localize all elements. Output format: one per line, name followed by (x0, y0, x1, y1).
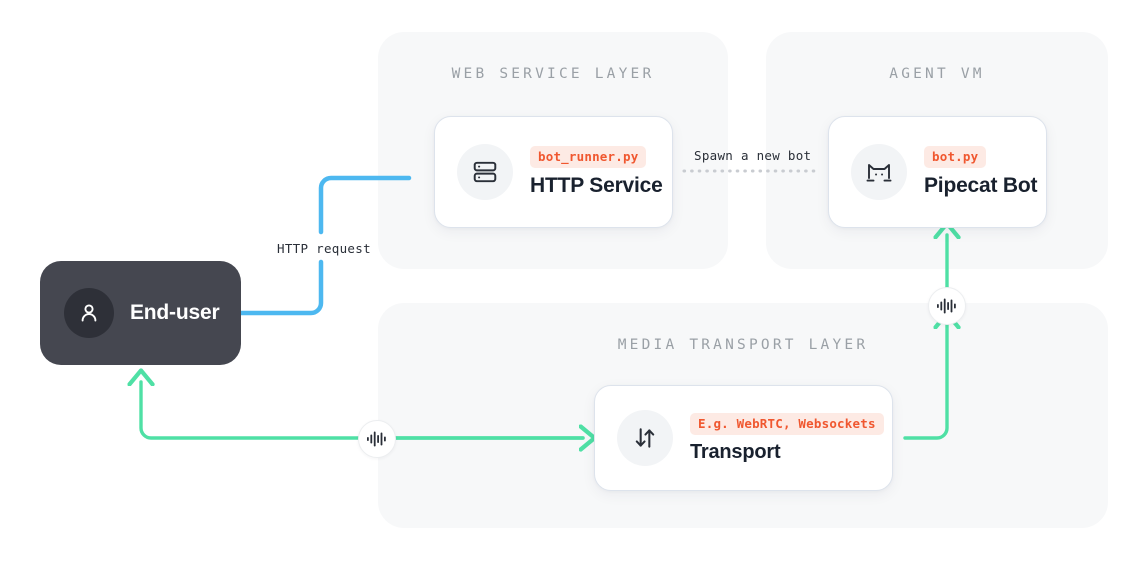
audio-waveform-badge-left (358, 420, 396, 458)
audio-waveform-icon (937, 298, 956, 314)
panel-title-media-transport-layer: MEDIA TRANSPORT LAYER (617, 337, 869, 353)
cat-icon (851, 144, 907, 200)
server-icon (457, 144, 513, 200)
connector-label-spawn-bot: Spawn a new bot (694, 148, 812, 163)
file-badge-bot-runner: bot_runner.py (530, 146, 647, 168)
node-end-user[interactable]: End-user (40, 261, 241, 365)
file-badge-transport: E.g. WebRTC, Websockets (690, 412, 884, 435)
pipecat-bot-title: Pipecat Bot (924, 174, 1038, 197)
user-icon (64, 288, 114, 338)
panel-title-agent-vm: AGENT VM (889, 66, 985, 82)
node-pipecat-bot[interactable]: bot.py Pipecat Bot (828, 116, 1047, 228)
connector-http-request (238, 175, 412, 316)
connector-label-http-request: HTTP request (277, 241, 371, 256)
updown-arrows-icon (617, 410, 673, 466)
connector-media-to-end-user (141, 382, 585, 440)
file-badge-bot-py: bot.py (924, 146, 987, 168)
panel-title-web-service-layer: WEB SERVICE LAYER (451, 66, 655, 82)
audio-waveform-icon (367, 431, 386, 447)
transport-title: Transport (690, 440, 781, 463)
node-transport[interactable]: E.g. WebRTC, Websockets Transport (594, 385, 893, 491)
http-service-title: HTTP Service (530, 174, 663, 197)
audio-waveform-badge-right (928, 287, 966, 325)
end-user-label: End-user (130, 301, 220, 324)
connector-transport-to-bot (903, 235, 947, 440)
node-http-service[interactable]: bot_runner.py HTTP Service (434, 116, 673, 228)
